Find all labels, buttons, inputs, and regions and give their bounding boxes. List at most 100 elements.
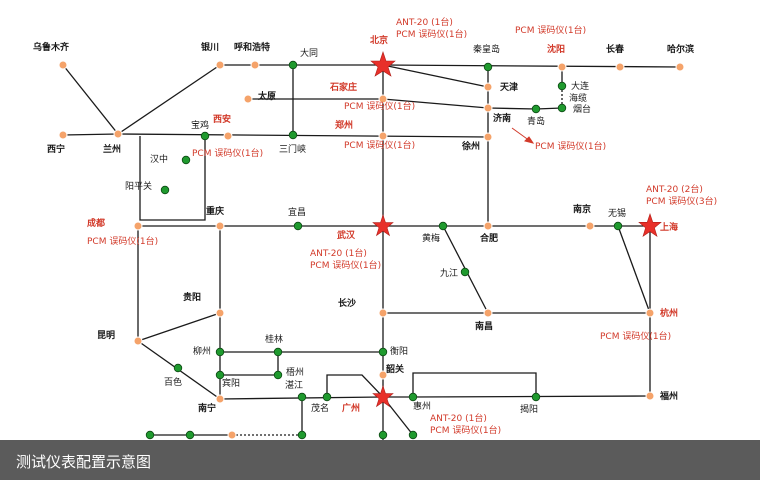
- label-taiyuan: 太原: [257, 90, 276, 102]
- node-nanchang: [483, 308, 493, 318]
- node-hangzhou: [645, 308, 655, 318]
- label-wuxi: 无锡: [608, 208, 626, 219]
- label-huangmei: 黄梅: [422, 232, 440, 244]
- node-jiujiang: [460, 267, 470, 277]
- node-changchun: [615, 62, 625, 72]
- label-guiyang: 贵阳: [183, 291, 201, 303]
- node-zhengzhou: [378, 131, 388, 141]
- note-shanghai-pcm: PCM 误码仪(3台): [646, 195, 717, 207]
- node-jinan: [483, 103, 493, 113]
- label-wulumuqi: 乌鲁木齐: [33, 41, 70, 53]
- label-guilin: 桂林: [265, 333, 283, 345]
- label-guangzhou: 广州: [342, 402, 360, 414]
- node-fuzhou: [645, 391, 655, 401]
- label-dalian: 大连: [571, 80, 589, 92]
- note-hangzhou-pcm: PCM 误码仪(1台): [600, 330, 671, 342]
- label-kunming: 昆明: [97, 330, 115, 341]
- label-jieyang: 揭阳: [520, 403, 538, 415]
- orange-nodes: [58, 60, 685, 440]
- star-shanghai-icon: [638, 213, 662, 238]
- node-hengyang: [378, 347, 388, 357]
- label-fuzhou: 福州: [659, 390, 678, 402]
- jinan-arrow: [511, 127, 535, 144]
- node-shijiazhuang: [378, 94, 388, 104]
- label-hanzhong: 汉中: [150, 153, 168, 165]
- label-hengyang: 衡阳: [390, 345, 408, 357]
- node-guilin: [273, 347, 283, 357]
- label-xuzhou: 徐州: [461, 140, 480, 152]
- city-labels: 乌鲁木齐 西宁 兰州 银川 呼和浩特 大同 北京 秦皇岛 沈阳 长春 哈尔滨 太…: [33, 34, 694, 451]
- green-nodes: [145, 60, 623, 440]
- label-nanjing: 南京: [573, 203, 591, 215]
- node-haikou: [227, 430, 237, 440]
- label-tianjin: 天津: [500, 81, 518, 93]
- label-beijing: 北京: [370, 34, 388, 46]
- node-tianjin: [483, 82, 493, 92]
- node-shenzhen: [408, 430, 418, 440]
- label-chengdu: 成都: [87, 217, 105, 229]
- star-guangzhou-icon: [372, 385, 394, 408]
- node-shaoguan: [378, 370, 388, 380]
- label-haerbin: 哈尔滨: [667, 43, 694, 55]
- star-markers: [370, 51, 662, 408]
- node-hanzhong: [181, 155, 191, 165]
- node-maoming: [322, 392, 332, 402]
- caption-bar: 测试仪表配置示意图: [0, 440, 760, 480]
- label-changchun: 长春: [606, 43, 625, 55]
- note-shijiazhuang-pcm: PCM 误码仪(1台): [344, 100, 415, 112]
- label-chongqing: 重庆: [206, 205, 224, 217]
- node-tongshi: [145, 430, 155, 440]
- note-xian-pcm: PCM 误码仪(1台): [192, 147, 263, 159]
- label-xining: 西宁: [47, 143, 65, 155]
- instrument-notes: ANT-20 (1台) PCM 误码仪(1台) PCM 误码仪(1台) PCM …: [87, 16, 717, 436]
- label-huizhou: 惠州: [413, 400, 431, 412]
- label-zhengzhou: 郑州: [335, 119, 353, 131]
- node-qingdao: [531, 104, 541, 114]
- label-wuzhou: 梧州: [286, 366, 304, 378]
- node-jieyang: [531, 392, 541, 402]
- star-beijing-icon: [370, 51, 396, 77]
- node-huizhou: [408, 392, 418, 402]
- label-baoji: 宝鸡: [191, 119, 209, 131]
- node-qinhuangdao: [483, 62, 493, 72]
- node-taiyuan: [243, 94, 253, 104]
- node-shenyang: [557, 62, 567, 72]
- label-xian: 西安: [213, 113, 231, 125]
- node-wuzhou: [273, 370, 283, 380]
- label-changsha: 长沙: [338, 297, 356, 309]
- label-yinchuan: 银川: [201, 41, 219, 53]
- label-jiujiang: 九江: [440, 268, 458, 279]
- node-huhehaote: [250, 60, 260, 70]
- label-zhanjiang: 湛江: [285, 380, 303, 391]
- label-haifang: 海缆: [569, 92, 587, 104]
- node-liuzhou: [215, 347, 225, 357]
- label-sanmenxia: 三门峡: [279, 143, 306, 155]
- label-liuzhou: 柳州: [193, 345, 211, 357]
- node-nanning: [215, 394, 225, 404]
- label-hefei: 合肥: [480, 232, 498, 244]
- note-beijing-ant: ANT-20 (1台): [396, 16, 453, 28]
- node-hefei: [483, 221, 493, 231]
- note-guangzhou-ant: ANT-20 (1台): [430, 412, 487, 424]
- label-shenyang: 沈阳: [547, 43, 565, 55]
- node-nanjing: [585, 221, 595, 231]
- node-chongqing: [215, 221, 225, 231]
- label-binyang: 宾阳: [222, 377, 240, 389]
- node-zhanjiang: [297, 392, 307, 402]
- node-yichang: [293, 221, 303, 231]
- label-baise: 百色: [164, 376, 182, 388]
- label-shijiazhuang: 石家庄: [329, 81, 357, 93]
- label-huhehaote: 呼和浩特: [234, 41, 270, 53]
- node-changsha: [378, 308, 388, 318]
- star-wuhan-icon: [372, 214, 394, 237]
- node-sanmenxia: [288, 130, 298, 140]
- label-datong: 大同: [300, 47, 318, 59]
- node-datong: [288, 60, 298, 70]
- note-chengdu-pcm: PCM 误码仪(1台): [87, 235, 158, 247]
- node-dalian: [557, 81, 567, 91]
- label-jinan: 济南: [493, 112, 511, 124]
- node-binyang: [215, 370, 225, 380]
- caption-text: 测试仪表配置示意图: [16, 453, 152, 471]
- label-nanchang: 南昌: [475, 320, 493, 332]
